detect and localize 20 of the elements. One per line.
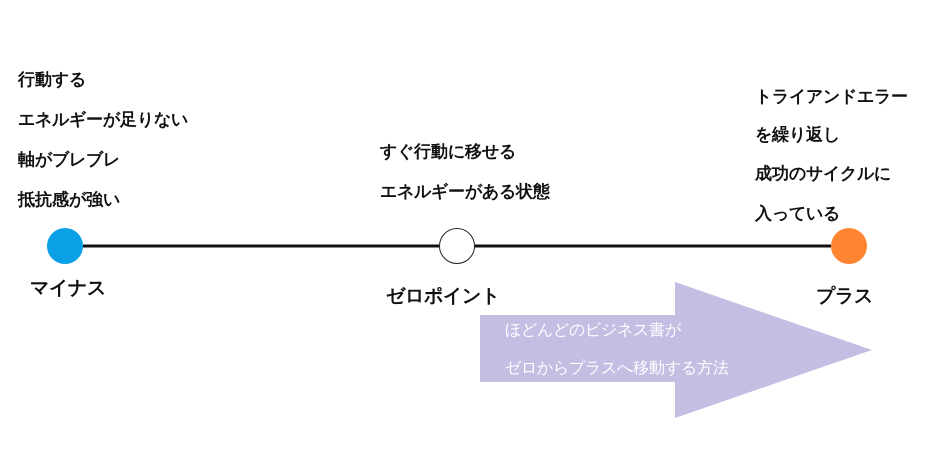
description-text: 入っている	[755, 204, 840, 224]
description-text: 抵抗感が強い	[18, 190, 120, 210]
description-text: すぐ行動に移せる	[380, 142, 516, 162]
arrow-text: ほどんどのビジネス書が	[505, 320, 681, 340]
description-text: 成功のサイクルに	[755, 164, 891, 184]
description-text: を繰り返し	[755, 125, 840, 145]
description-text: トライアンドエラー	[755, 87, 908, 107]
point-circle	[439, 228, 475, 264]
point-label: ゼロポイント	[386, 286, 500, 306]
point-circle	[47, 228, 83, 264]
timeline-line	[475, 244, 831, 248]
point-circle	[831, 228, 867, 264]
point-label: マイナス	[30, 278, 106, 298]
description-text: 軸がブレブレ	[18, 150, 120, 170]
arrow-text: ゼロからプラスへ移動する方法	[505, 358, 729, 378]
point-label: プラス	[816, 286, 873, 306]
timeline-line	[83, 244, 439, 248]
description-text: エネルギーが足りない	[18, 110, 188, 130]
description-text: エネルギーがある状態	[380, 182, 550, 202]
description-text: 行動する	[18, 70, 86, 90]
